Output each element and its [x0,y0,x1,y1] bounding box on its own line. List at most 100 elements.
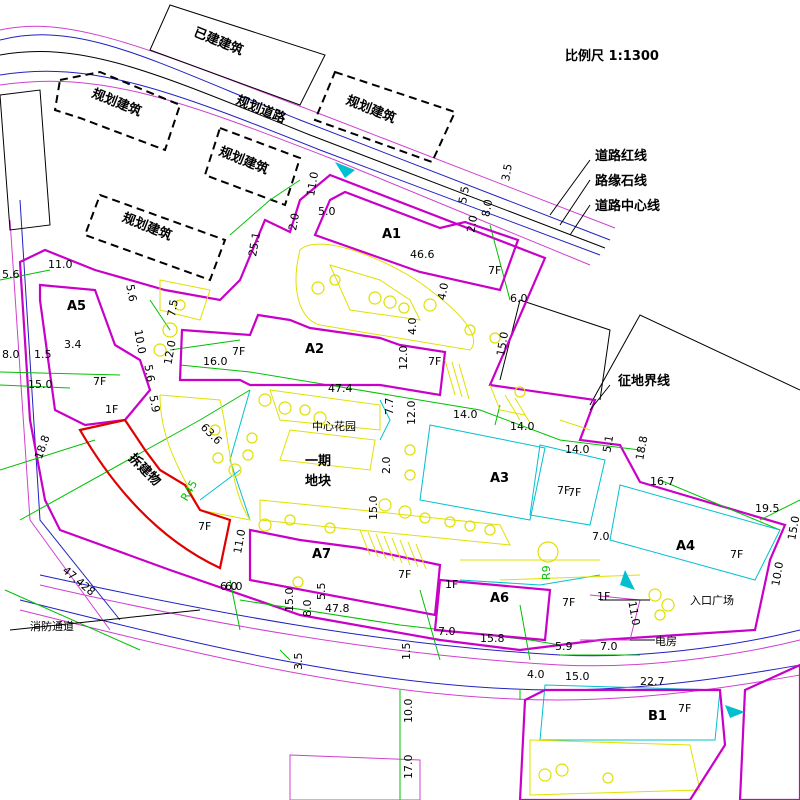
demolish-building [78,418,232,570]
dim-55: 15.8 [480,632,505,645]
label-built: 已建建筑 [191,24,245,58]
dim-58: 4.0 [527,668,545,681]
building-b1 [518,688,727,800]
dim-20: 11.0 [304,171,321,197]
dim-60: 22.7 [640,675,665,688]
label-planned-2: 规划建筑 [344,92,398,126]
dim-19: 2.0 [286,212,302,231]
dim-51: 5.5 [315,583,328,601]
dim-32: 4.0 [406,318,419,336]
label-a6-floors-3: 1F [597,590,610,603]
dim-57: 7.0 [600,640,618,653]
label-center-line: 道路中心线 [595,198,660,214]
dim-14: 12.0 [162,339,179,365]
dim-1: 11.0 [48,258,73,271]
label-a3: A3 [490,471,509,486]
dim-21: 5.0 [318,205,336,218]
building-se [738,663,800,800]
label-a4: A4 [676,539,695,554]
buildings [38,190,800,800]
building-a6 [433,578,552,642]
dim-42: 2.0 [380,457,393,475]
label-red-line: 道路红线 [595,148,647,164]
cyan-layout [199,389,781,741]
label-a7-floors: 7F [398,568,411,581]
dim-30: 12.0 [397,346,410,371]
dim-59: 15.0 [565,670,590,683]
label-garden: 中心花园 [312,420,356,433]
label-a7: A7 [312,547,331,562]
dim-18: 25.1 [246,231,263,257]
dim-38: 16.7 [650,475,675,488]
dim-47: 6.0 [225,580,243,593]
label-demolish: 拆建物 [125,450,164,489]
dim-28: 6.0 [510,292,528,305]
label-a5: A5 [67,299,86,314]
dimension-labels: 5.6 11.0 8.0 1.5 15.0 18.8 3.4 5.6 10.0 … [2,163,800,779]
building-a1 [313,190,520,292]
hatching [359,359,531,570]
dim-16: 47.4 [328,382,353,395]
dim-52: 3.5 [292,653,305,671]
label-a6-floors: 1F [445,578,458,591]
leaders [9,159,655,641]
dim-65: 11.0 [231,528,248,554]
label-phase1-b: 地块 [305,473,332,489]
dim-24: 2.0 [464,214,480,233]
dim-48: 47.8 [325,602,350,615]
label-a6: A6 [490,591,509,606]
dim-43: 15.0 [367,496,380,521]
label-demolish-floors: 7F [198,520,211,533]
dim-27: 4.0 [435,282,451,301]
label-planned-3: 规划建筑 [217,143,271,177]
building-labels: A1 7F A2 7F 7F A3 7F A4 7F A5 7F 1F A6 1… [67,227,743,724]
dim-61: 10.0 [402,699,415,724]
dim-56: 5.9 [555,640,573,653]
road-lines [0,25,800,701]
dim-13: 7.5 [165,298,181,317]
dim-12: 5.9 [146,394,162,413]
dim-50: 8.0 [301,600,314,618]
label-boundary: 征地界线 [618,373,670,389]
dim-9: 10.0 [131,329,148,355]
site-boundary [18,173,787,652]
dim-49: 15.0 [283,588,296,613]
dim-0: 5.6 [2,268,20,281]
label-a2-floors-2: 7F [428,355,441,368]
dim-7: 5.6 [123,283,139,302]
dim-44: 7.0 [592,530,610,543]
label-a2: A2 [305,342,324,357]
label-planned-4: 规划建筑 [120,209,174,243]
dim-45: 10.0 [769,561,786,587]
dim-3: 1.5 [34,348,52,361]
label-b1-floors: 7F [678,702,691,715]
building-a7 [248,528,442,617]
label-a5-floors-2: 1F [105,403,118,416]
label-radius-b: R9 [540,565,553,580]
label-power-room: 电房 [655,635,677,648]
dim-66: 6.0 [220,580,238,593]
label-a1-floors: 7F [488,264,501,277]
label-a5-floors: 7F [93,375,106,388]
dim-33: 14.0 [453,408,478,421]
dim-4: 15.0 [28,378,53,391]
dim-22: 46.6 [410,248,435,261]
label-b1: B1 [648,709,667,724]
label-a3-floors: 7F [557,484,570,497]
label-a1: A1 [382,227,401,242]
dim-54: 7.0 [438,625,456,638]
dim-36: 5.1 [600,434,616,453]
dim-39: 19.5 [755,502,780,515]
label-a2-floors: 7F [232,345,245,358]
dim-6: 3.4 [64,338,82,351]
label-entrance: 入口广场 [690,593,734,607]
arrows [335,162,745,718]
dim-40: 15.0 [785,515,800,541]
label-scale: 比例尺 1:1300 [565,48,659,64]
dim-31: 7.7 [383,398,396,416]
dim-35: 14.0 [565,443,590,456]
dim-29: 15.0 [494,331,511,357]
dim-23: 5.5 [456,185,472,204]
label-planned-1: 规划建筑 [90,85,144,119]
